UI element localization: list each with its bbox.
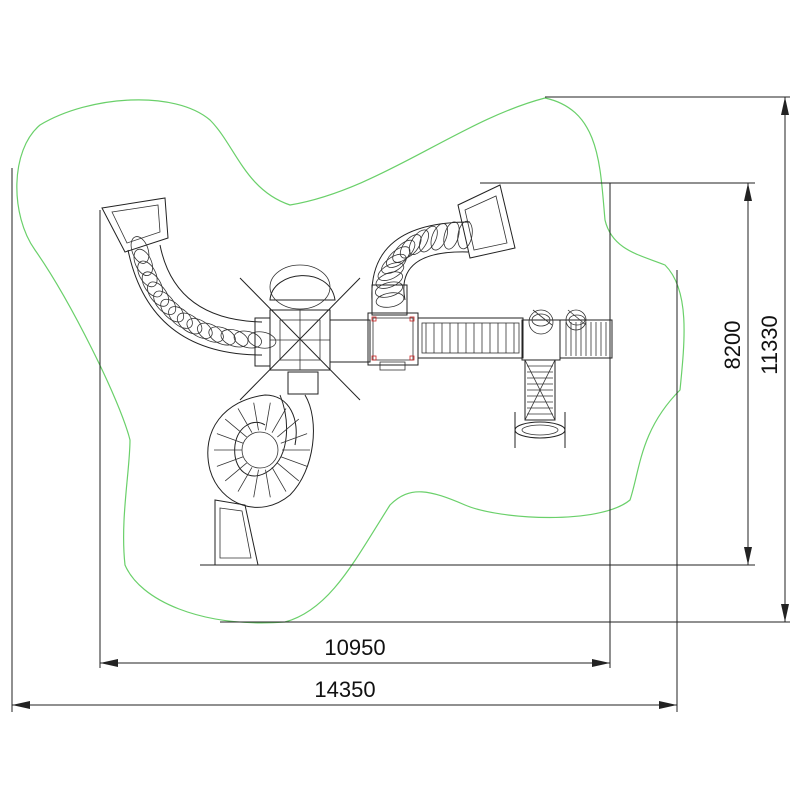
tube-ring xyxy=(457,220,473,250)
spiral-rib xyxy=(271,467,287,492)
spiral-rib xyxy=(253,402,259,431)
dimension-label-inner-height: 8200 xyxy=(720,321,745,370)
spiral-rib xyxy=(280,456,308,467)
tube-ring xyxy=(220,329,249,348)
tube-ring xyxy=(153,290,177,315)
tube-ring xyxy=(392,239,416,263)
dimension-label-inner-width: 10950 xyxy=(324,635,385,660)
tube-ring xyxy=(208,326,236,346)
slide-exit-top-left xyxy=(101,197,169,253)
tube-ring xyxy=(130,236,150,264)
right-stairs xyxy=(559,319,613,359)
tube-slide-connector xyxy=(371,284,408,316)
slide-exit-top-right xyxy=(457,184,516,259)
tube-ring xyxy=(375,292,405,308)
tube-ring xyxy=(141,271,163,298)
deck-platform xyxy=(367,312,419,371)
tube-slide-top-left xyxy=(127,236,277,356)
tube-ring xyxy=(147,281,170,307)
spiral-rib xyxy=(253,469,259,498)
right-stairs-steps xyxy=(565,322,607,356)
spiral-rib xyxy=(224,418,247,438)
tube-ring xyxy=(377,262,405,281)
tube-ring xyxy=(247,331,277,349)
spiral-rib xyxy=(265,469,271,498)
bridge xyxy=(417,317,524,359)
spiral-slide-ribs xyxy=(214,402,310,498)
spiral-rib xyxy=(271,408,287,433)
spiral-rib xyxy=(277,462,300,482)
dimension-line-11330 xyxy=(781,97,789,622)
spiral-slide xyxy=(207,394,314,566)
tube-ring xyxy=(160,298,185,323)
tube-ring xyxy=(430,223,449,251)
spiral-rib xyxy=(216,433,244,444)
tube-ring xyxy=(399,234,422,259)
spiral-rib xyxy=(237,408,253,433)
tube-ring xyxy=(374,281,404,298)
tube-ring xyxy=(419,225,438,253)
inner-dimension-frame xyxy=(99,182,755,668)
spiral-rib xyxy=(277,418,300,438)
tube-ring xyxy=(197,322,224,343)
dimension-line-8200 xyxy=(744,183,752,565)
dimension-line-10950 xyxy=(100,659,610,667)
dimension-line-14350 xyxy=(12,701,677,709)
safety-zone-outline xyxy=(16,97,685,624)
tube-ring xyxy=(186,318,213,339)
spiral-rib xyxy=(216,456,244,467)
dimension-label-outer-height: 11330 xyxy=(757,315,782,375)
tube-edge xyxy=(127,249,263,356)
tube-ring xyxy=(137,260,158,288)
spiral-rib xyxy=(265,402,271,431)
tube-edge xyxy=(159,244,263,323)
tube-edge xyxy=(403,251,469,301)
tube-ring xyxy=(233,330,262,349)
spiral-rib xyxy=(224,462,247,482)
right-platform xyxy=(521,309,587,361)
tube-ring xyxy=(176,312,203,335)
net-climber-mesh xyxy=(527,365,553,415)
tube-ring xyxy=(133,248,153,276)
tube-edge xyxy=(371,221,471,301)
bridge-slats xyxy=(425,323,515,353)
tube-ring xyxy=(168,306,193,329)
outer-dimension-frame xyxy=(11,96,790,712)
tube-ring xyxy=(443,221,460,250)
spiral-rib xyxy=(280,433,308,444)
tube-slide-top-right xyxy=(371,220,473,308)
central-tower xyxy=(239,264,371,401)
net-climber xyxy=(514,359,566,448)
spiral-rib xyxy=(237,467,253,492)
tube-ring xyxy=(381,253,407,274)
dimension-label-outer-width: 14350 xyxy=(314,677,375,702)
